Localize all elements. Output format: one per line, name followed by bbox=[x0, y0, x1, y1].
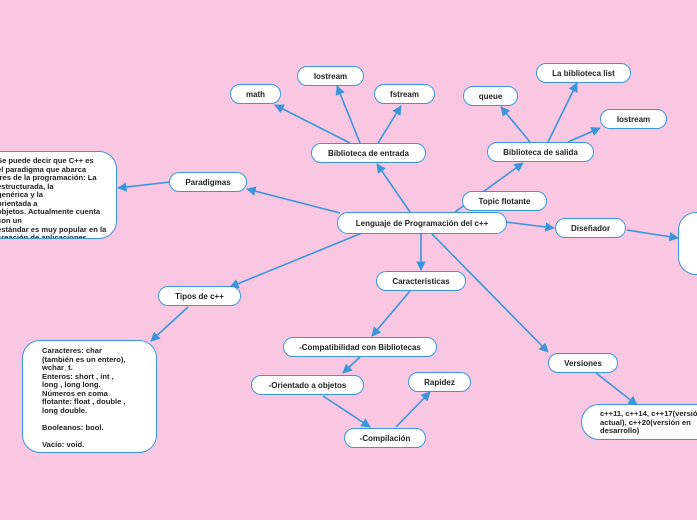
rapidez-node[interactable]: Rapidez bbox=[408, 372, 471, 392]
caracteristicas-node[interactable]: Características bbox=[376, 271, 466, 291]
edge-disenador-right bbox=[626, 229, 679, 242]
versiones-description: c++11, c++14, c++17(versión actual), c++… bbox=[581, 404, 697, 440]
edge-orientado-compilacion bbox=[322, 395, 371, 428]
paradigmas-node[interactable]: Paradigmas bbox=[169, 172, 247, 192]
topic-flotante-node[interactable]: Topic flotante bbox=[462, 191, 547, 211]
edge-caracteristicas-compat bbox=[371, 290, 411, 337]
edge-tipos-text bbox=[150, 306, 189, 342]
edge-salida-list bbox=[547, 82, 578, 143]
edge-central-paradigmas bbox=[246, 186, 341, 214]
compilacion-node[interactable]: -Compilación bbox=[344, 428, 426, 448]
paradigmas-description: Se puede decir que C++ es el paradigma q… bbox=[0, 151, 117, 239]
edge-versiones-text bbox=[595, 372, 638, 406]
iostream-input-node[interactable]: Iostream bbox=[297, 66, 364, 86]
queue-node[interactable]: queue bbox=[463, 86, 518, 106]
edge-salida-iostream bbox=[567, 127, 601, 143]
edge-compat-orientado bbox=[342, 356, 361, 374]
edge-compilacion-rapidez bbox=[395, 391, 431, 428]
edge-entrada-math bbox=[274, 104, 351, 144]
edge-paradigmas-text bbox=[117, 181, 171, 192]
edge-entrada-iostream bbox=[335, 85, 361, 144]
central-node[interactable]: Lenguaje de Programación del c++ bbox=[337, 212, 507, 234]
la-biblioteca-list-node[interactable]: La biblioteca list bbox=[536, 63, 631, 83]
orientado-node[interactable]: -Orientado a objetos bbox=[251, 375, 364, 395]
edge-central-versiones bbox=[431, 233, 549, 353]
math-node[interactable]: math bbox=[230, 84, 281, 104]
iostream-output-node[interactable]: Iostream bbox=[600, 109, 667, 129]
disenador-node[interactable]: Diseñador bbox=[555, 218, 626, 238]
edge-entrada-fstream bbox=[377, 105, 402, 144]
edge-central-disenador bbox=[504, 221, 555, 232]
edge-salida-queue bbox=[500, 106, 531, 143]
tipos-node[interactable]: Tipos de c++ bbox=[158, 286, 241, 306]
compatibilidad-node[interactable]: -Compatibilidad con Bibliotecas bbox=[283, 337, 437, 357]
biblioteca-entrada-node[interactable]: Biblioteca de entrada bbox=[311, 143, 426, 163]
versiones-node[interactable]: Versiones bbox=[548, 353, 618, 373]
tipos-description: Caracteres: char (también es un entero),… bbox=[22, 340, 157, 453]
edge-central-entrada bbox=[376, 163, 411, 213]
edge-central-tipos bbox=[229, 232, 363, 289]
biblioteca-salida-node[interactable]: Biblioteca de salida bbox=[487, 142, 594, 162]
disenador-detail-node bbox=[678, 212, 697, 275]
fstream-node[interactable]: fstream bbox=[374, 84, 435, 104]
